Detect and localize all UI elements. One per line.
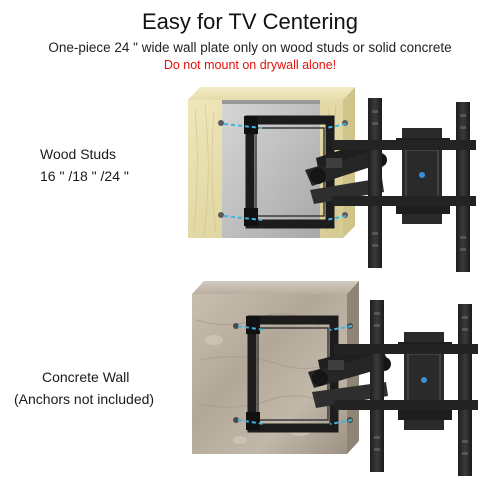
anchors-note: (Anchors not included)	[14, 391, 155, 407]
concrete-label-block: Concrete Wall (Anchors not included)	[14, 366, 154, 410]
wood-studs-label: Wood Studs	[40, 146, 117, 162]
articulating-arm-icon	[308, 344, 391, 408]
concrete-wall-label: Concrete Wall	[42, 369, 130, 385]
page-title: Easy for TV Centering	[141, 9, 359, 34]
stud-spacing-label: 16 " /18 " /24 "	[40, 168, 129, 184]
wood-studs-label-block: Wood Studs 16 " /18 " /24 "	[40, 143, 129, 187]
tv-rail-icon	[332, 98, 476, 272]
drywall-warning: Do not mount on drywall alone!	[163, 58, 337, 72]
alignment-guides	[223, 123, 347, 221]
page-subtitle: One-piece 24 " wide wall plate only on w…	[48, 40, 452, 55]
tv-rail-icon	[334, 300, 478, 476]
alignment-guides	[237, 325, 353, 425]
